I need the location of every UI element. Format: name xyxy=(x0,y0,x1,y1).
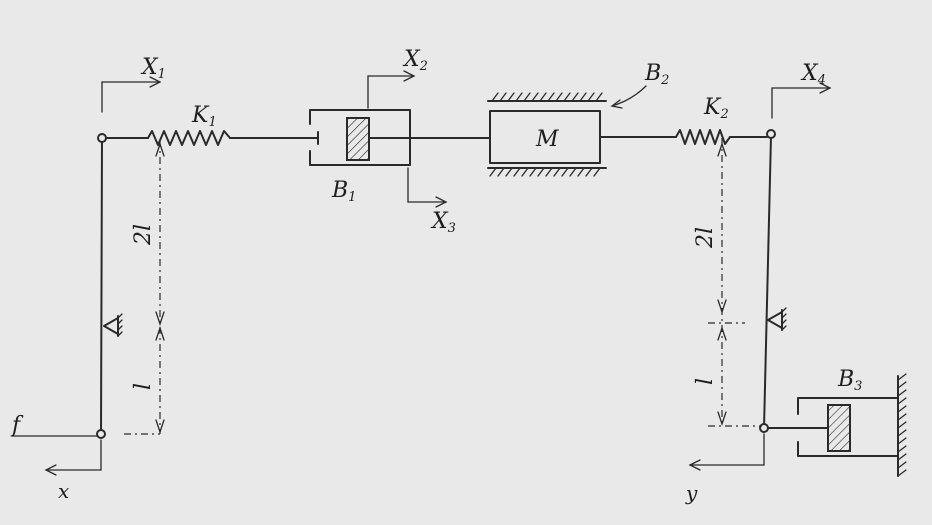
left-dimension xyxy=(124,140,165,435)
left-l-dimension-label: l xyxy=(131,383,156,390)
damper-b3 xyxy=(767,373,907,477)
x4-displacement-arrow xyxy=(771,82,832,119)
x-input-arrow xyxy=(44,439,102,476)
y-output-label: y xyxy=(685,481,698,505)
x1-displacement-arrow xyxy=(101,76,162,113)
right-lever xyxy=(759,129,787,433)
left-lever xyxy=(96,133,123,439)
b2-label: B2 xyxy=(644,61,669,88)
right-2l-dimension-label: 2l xyxy=(693,227,718,249)
x2-displacement-arrow xyxy=(367,70,416,109)
x-input-label: x xyxy=(58,479,69,503)
right-dimension xyxy=(708,138,762,427)
x1-label: X1 xyxy=(140,55,166,82)
spring-k1 xyxy=(105,130,309,146)
y-output-arrow xyxy=(688,433,765,471)
spring-k2 xyxy=(599,129,768,145)
x2-label: X2 xyxy=(402,47,428,74)
k2-label: K2 xyxy=(703,95,729,122)
right-pivot-icon xyxy=(767,307,787,331)
b3-label: B3 xyxy=(837,367,862,394)
force-label: f xyxy=(10,413,24,438)
x3-label: X3 xyxy=(430,209,456,236)
k1-label: K1 xyxy=(191,103,217,130)
mass-label: M xyxy=(535,127,559,152)
b1-label: B1 xyxy=(331,178,356,205)
left-pivot-icon xyxy=(103,313,123,337)
left-2l-dimension-label: 2l xyxy=(131,224,156,246)
x3-displacement-arrow xyxy=(407,167,448,208)
b2-pointer-arrow xyxy=(610,85,647,109)
damper-b1 xyxy=(299,109,491,166)
x4-label: X4 xyxy=(800,61,826,88)
right-l-dimension-label: l xyxy=(693,378,718,385)
